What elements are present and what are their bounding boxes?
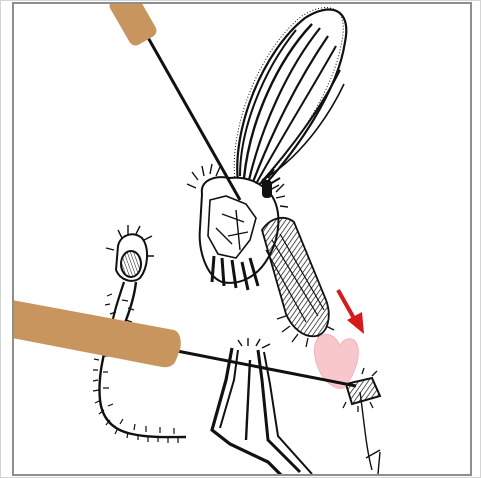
mosquito-wing (234, 8, 346, 192)
lower-needle-handle[interactable] (12, 300, 181, 367)
red-arrow-icon (338, 290, 364, 334)
upper-needle-wire[interactable] (146, 34, 240, 200)
mosquito-abdomen (262, 218, 334, 347)
upper-dissecting-needle[interactable] (107, 0, 240, 200)
